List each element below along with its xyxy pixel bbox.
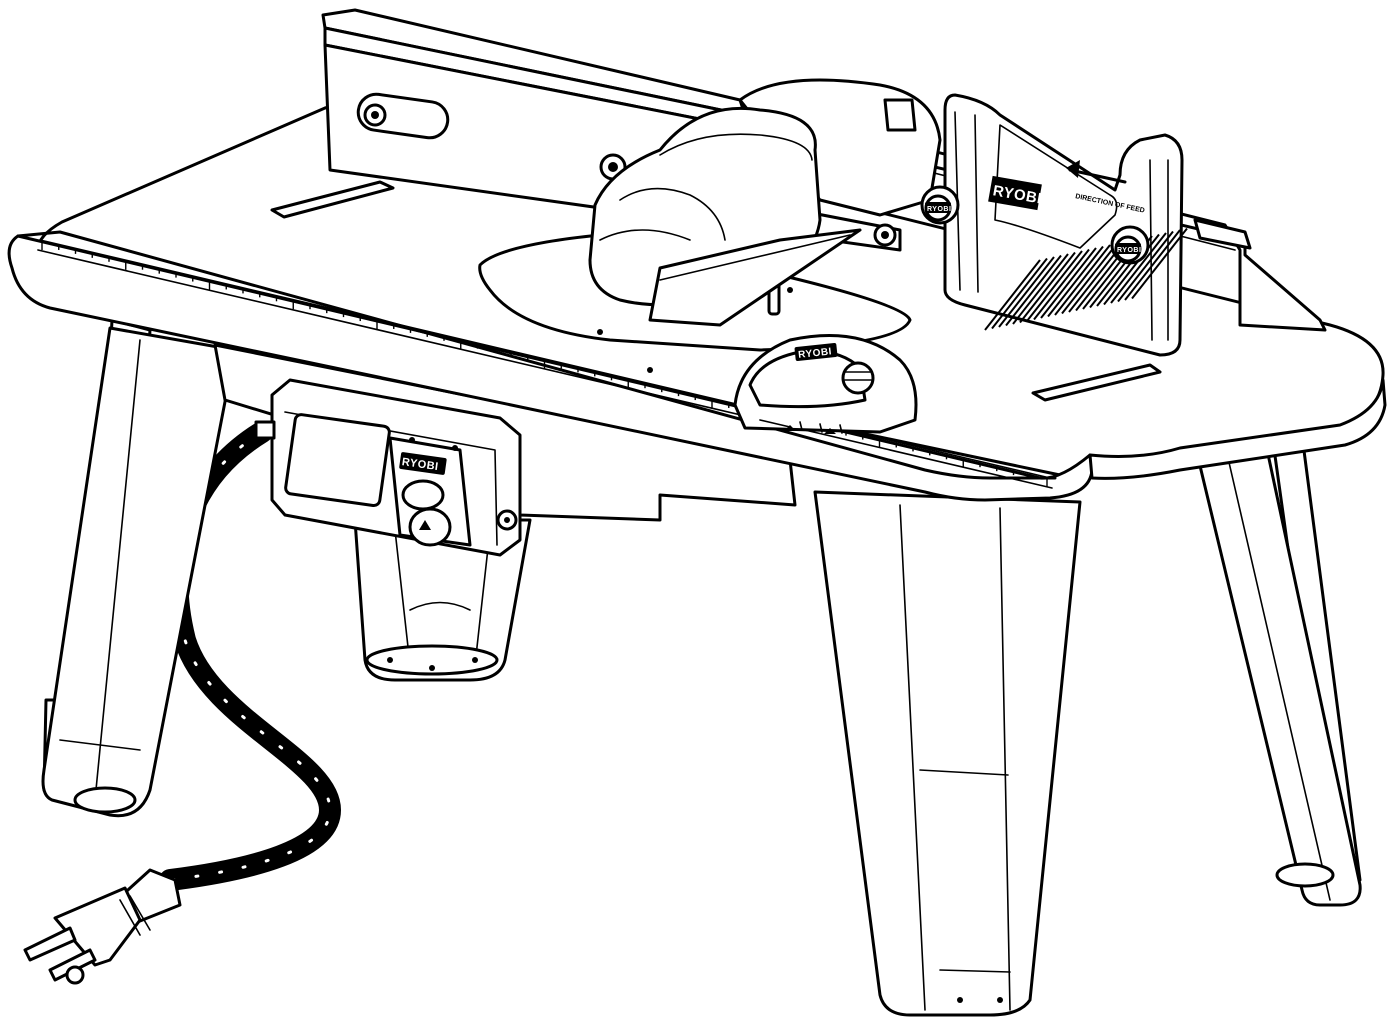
knob-logo-right: RYOBI xyxy=(1117,247,1141,254)
featherboard-finger xyxy=(1047,245,1104,318)
left-rear-ruler xyxy=(270,180,395,219)
featherboard-finger xyxy=(1040,247,1097,319)
featherboard-finger xyxy=(1026,250,1083,322)
featherboard-finger xyxy=(1019,251,1076,324)
dust-hood xyxy=(588,78,942,327)
miter-gauge-knob[interactable] xyxy=(841,361,875,395)
switch-box-logo: RYOBI xyxy=(401,456,439,473)
featherboard-finger xyxy=(1124,229,1181,301)
miter-gauge-logo: RYOBI xyxy=(798,346,833,360)
power-plug xyxy=(23,868,182,985)
featherboard-finger xyxy=(1005,254,1062,327)
router-motor-housing xyxy=(353,518,532,682)
featherboard-knob-left[interactable]: RYOBI xyxy=(920,185,960,225)
front-right-side-leg xyxy=(1193,438,1362,907)
featherboard-finger xyxy=(998,256,1055,328)
featherboard: RYOBI DIRECTION OF FEED RYOBI RYOBI xyxy=(920,93,1188,357)
switch-box: RYOBI xyxy=(254,378,522,557)
router-power-switch[interactable]: RYOBI xyxy=(388,436,472,547)
featherboard-finger xyxy=(1110,232,1167,304)
front-left-leg xyxy=(41,326,237,818)
featherboard-finger xyxy=(1117,230,1174,303)
miter-gauge: RYOBI xyxy=(733,334,918,434)
featherboard-finger xyxy=(991,257,1048,330)
featherboard-finger xyxy=(984,259,1041,331)
front-right-leg xyxy=(813,490,1082,1017)
featherboard-finger xyxy=(1012,253,1069,325)
featherboard-knob-right[interactable]: RYOBI xyxy=(1110,225,1150,265)
featherboard-finger xyxy=(1054,244,1111,316)
featherboard-finger xyxy=(1131,227,1188,300)
right-front-ruler xyxy=(1031,363,1162,402)
featherboard-finger xyxy=(1061,242,1118,315)
knob-logo-left: RYOBI xyxy=(927,206,951,213)
featherboard-finger xyxy=(1103,233,1160,306)
featherboard-finger xyxy=(1033,248,1090,321)
